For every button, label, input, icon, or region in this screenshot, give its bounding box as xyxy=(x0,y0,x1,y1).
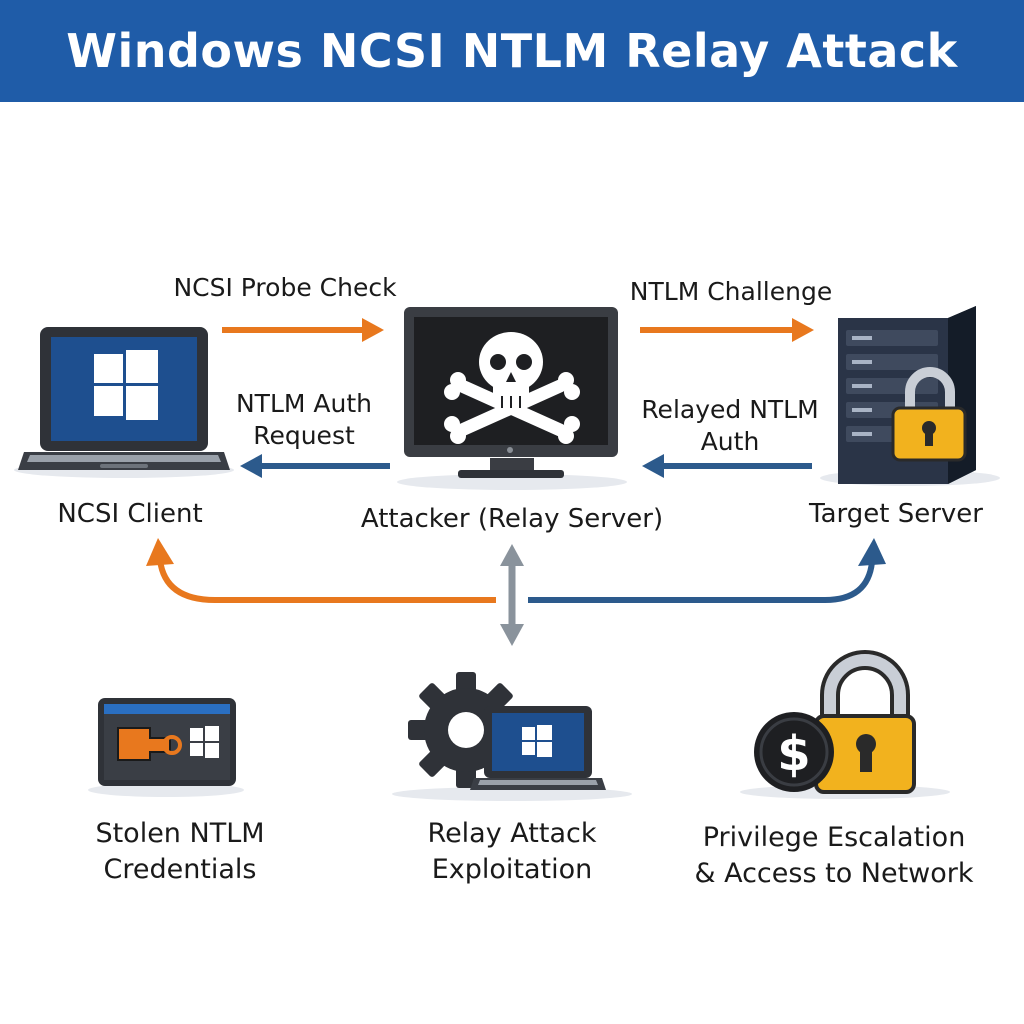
vertical-double-arrow xyxy=(500,544,524,646)
probe-label: NCSI Probe Check xyxy=(173,273,397,302)
monitor-skull-icon xyxy=(397,307,627,490)
laptop-windows-icon xyxy=(14,327,234,478)
relayed-auth-line2: Auth xyxy=(700,427,760,456)
outcome-privilege-escalation: Privilege Escalation & Access to Network xyxy=(694,820,974,892)
relayed-auth-arrow xyxy=(642,454,812,478)
outcome-line2: & Access to Network xyxy=(694,858,974,889)
credential-key-icon xyxy=(88,698,244,797)
outcome-relay-exploitation: Relay Attack Exploitation xyxy=(402,816,622,888)
outcome-stolen-credentials: Stolen NTLM Credentials xyxy=(70,816,290,888)
outcome-line1: Stolen NTLM xyxy=(95,818,265,849)
relayed-auth-label: Relayed NTLM Auth xyxy=(630,394,830,458)
page-title: Windows NCSI NTLM Relay Attack xyxy=(66,24,958,78)
dollar-lock-icon: $ xyxy=(740,650,950,799)
auth-request-label: NTLM Auth Request xyxy=(224,388,384,452)
curve-to-target-arrow xyxy=(528,538,886,603)
probe-arrow xyxy=(222,318,384,342)
outcome-line2: Exploitation xyxy=(431,854,593,885)
svg-text:$: $ xyxy=(777,726,810,782)
challenge-label: NTLM Challenge xyxy=(629,277,833,306)
curve-to-client-arrow xyxy=(146,538,496,603)
outcome-line1: Relay Attack xyxy=(427,818,597,849)
auth-request-arrow xyxy=(240,454,390,478)
challenge-arrow xyxy=(640,318,814,342)
target-label: Target Server xyxy=(809,499,983,529)
padlock-icon xyxy=(891,367,967,462)
attacker-label: Attacker (Relay Server) xyxy=(360,504,664,534)
auth-request-line2: Request xyxy=(253,421,355,450)
client-label: NCSI Client xyxy=(57,499,203,529)
gear-laptop-icon xyxy=(392,672,632,801)
outcome-line2: Credentials xyxy=(103,854,257,885)
relayed-auth-line1: Relayed NTLM xyxy=(641,395,819,424)
outcome-line1: Privilege Escalation xyxy=(702,822,966,853)
title-banner: Windows NCSI NTLM Relay Attack xyxy=(0,0,1024,102)
auth-request-line1: NTLM Auth xyxy=(235,389,372,418)
